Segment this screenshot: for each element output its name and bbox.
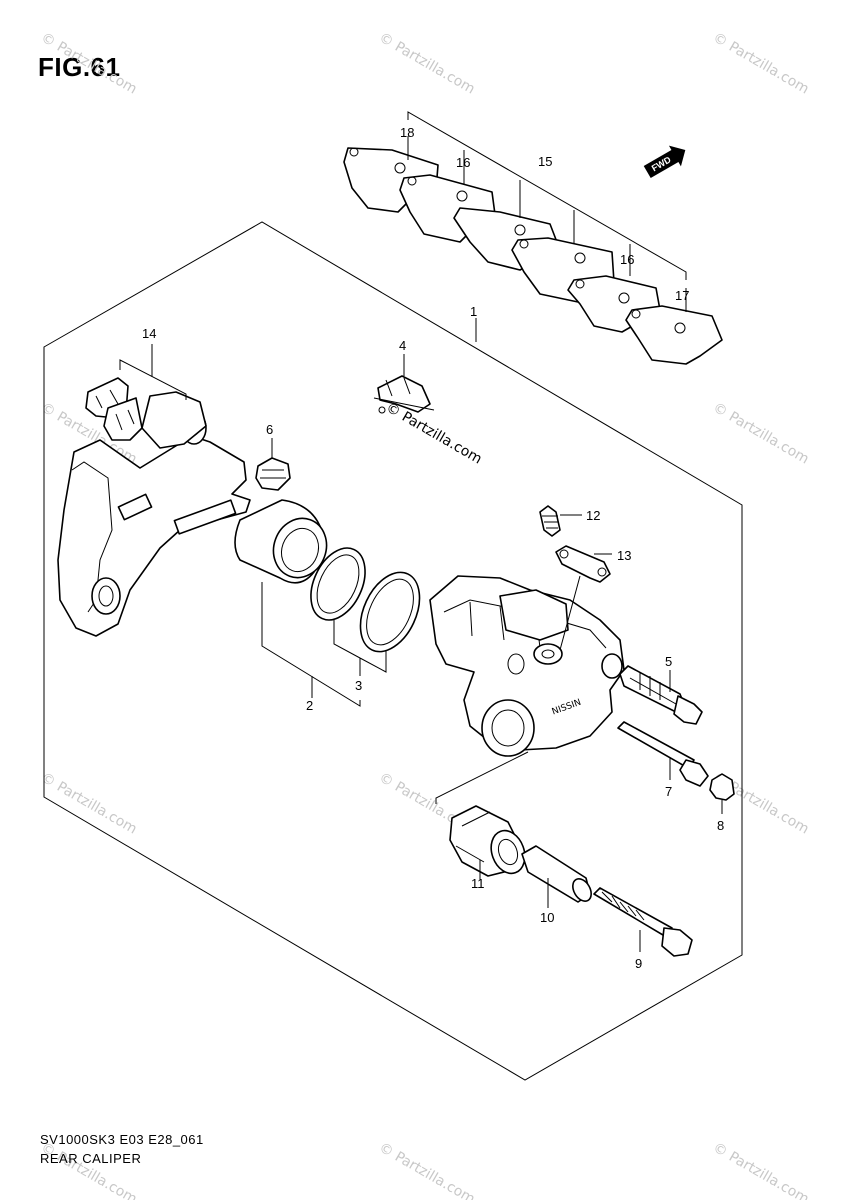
watermark: © Partzilla.com [38, 770, 140, 838]
callout-11: 11 [471, 876, 485, 891]
callout-labels: 1 2 3 4 5 6 7 8 9 10 11 12 13 14 15 16 1… [142, 125, 724, 971]
brake-pad-set [343, 147, 723, 365]
callout-12: 12 [586, 508, 600, 523]
figure-code: SV1000SK3 E03 E28_061 [40, 1132, 204, 1147]
callout-15: 15 [538, 154, 552, 169]
piston-seals-3 [310, 547, 421, 653]
callout-1: 1 [470, 304, 477, 319]
bolt-9 [593, 887, 693, 957]
pin-bolt-5 [619, 665, 703, 725]
callout-6: 6 [266, 422, 273, 437]
pad-shim-17 [625, 305, 723, 365]
callout-10: 10 [540, 910, 554, 925]
callout-4: 4 [399, 338, 406, 353]
boot-6 [255, 457, 291, 491]
callout-14: 14 [142, 326, 156, 341]
callout-16a: 16 [456, 155, 470, 170]
rubber-bushing-11 [449, 805, 526, 877]
sleeve-10 [521, 845, 592, 903]
bleeder-cap-13 [555, 545, 611, 583]
pad-group-bracket [407, 111, 687, 280]
caliper-bracket [57, 377, 251, 637]
watermark: © Partzilla.com [710, 1140, 812, 1200]
watermark: © Partzilla.com [376, 30, 478, 98]
watermark: © Partzilla.com [38, 30, 140, 98]
callout-7: 7 [665, 784, 672, 799]
callout-5: 5 [665, 654, 672, 669]
callout-17: 17 [675, 288, 689, 303]
callout-16b: 16 [620, 252, 634, 267]
caliper-body: NISSIN [429, 575, 625, 757]
boot-8 [709, 773, 735, 801]
piston-2 [234, 499, 328, 584]
callout-9: 9 [635, 956, 642, 971]
watermark: © Partzilla.com [710, 30, 812, 98]
callout-18: 18 [400, 125, 414, 140]
watermark: © Partzilla.com [38, 1140, 140, 1200]
watermark: © Partzilla.com [710, 400, 812, 468]
reference-line [435, 751, 529, 804]
bleeder-valve-12 [539, 505, 561, 537]
forward-arrow: FWD [643, 145, 686, 179]
figure-name: REAR CALIPER [40, 1151, 142, 1166]
callout-13: 13 [617, 548, 631, 563]
callout-3: 3 [355, 678, 362, 693]
watermark: © Partzilla.com [376, 1140, 478, 1200]
callout-8: 8 [717, 818, 724, 833]
assembly-outline [43, 221, 743, 1081]
pad-spring-4 [373, 375, 435, 414]
figure-title: FIG.61 [38, 52, 121, 82]
callout-2: 2 [306, 698, 313, 713]
slide-pin-7 [617, 721, 709, 787]
